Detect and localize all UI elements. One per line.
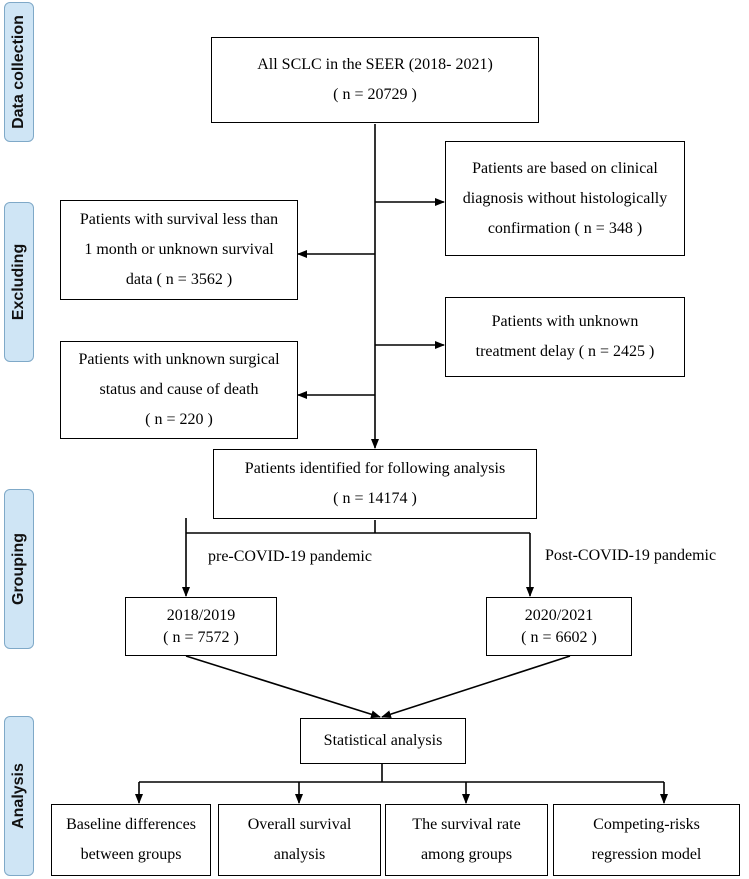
section-excluding-label: Excluding (10, 243, 28, 321)
box-overall-survival: Overall survival analysis (218, 804, 381, 876)
box-group-2018-line2: ( n = 7572 ) (163, 628, 239, 646)
box-all-sclc-line2: ( n = 20729 ) (333, 86, 417, 103)
box-baseline-line1: Baseline differences (66, 816, 196, 833)
merge-left (185, 655, 381, 719)
box-survival-rate: The survival rate among groups (385, 804, 548, 876)
label-post-covid: Post-COVID-19 pandemic (545, 547, 717, 564)
box-competing-line2: regression model (591, 846, 702, 863)
box-group-2020-line2: ( n = 6602 ) (521, 628, 597, 646)
box-survival-less: Patients with survival less than 1 month… (60, 200, 298, 300)
box-overall-line2: analysis (273, 846, 326, 863)
box-clinical-diagnosis: Patients are based on clinical diagnosis… (445, 141, 685, 256)
box-surgical-status-line3: ( n = 220 ) (145, 411, 213, 428)
box-identified: Patients identified for following analys… (213, 449, 537, 519)
section-analysis-label: Analysis (10, 763, 27, 829)
box-group-2020-line1: 2020/2021 (524, 606, 594, 624)
box-all-sclc-line1: All SCLC in the SEER (2018- 2021) (257, 56, 493, 73)
box-identified-line2: ( n = 14174 ) (333, 490, 417, 507)
box-clinical-diagnosis-line1: Patients are based on clinical (472, 159, 658, 177)
box-surgical-status-line2: status and cause of death (99, 381, 259, 398)
section-grouping-label: Grouping (10, 533, 28, 605)
box-overall-line1: Overall survival (247, 816, 352, 833)
box-survival-rate-line2: among groups (420, 846, 513, 863)
box-identified-line1: Patients identified for following analys… (244, 460, 506, 477)
box-treatment-delay-line2: treatment delay ( n = 2425 ) (475, 343, 655, 360)
box-surgical-status-line1: Patients with unknown surgical (78, 351, 280, 368)
merge-right (381, 655, 571, 719)
box-group-2020-2021: 2020/2021 ( n = 6602 ) (486, 597, 632, 656)
box-survival-less-line2: 1 month or unknown survival (84, 241, 274, 258)
box-clinical-diagnosis-line3: confirmation ( n = 348 ) (487, 219, 643, 237)
box-baseline-differences: Baseline differences between groups (51, 804, 211, 876)
box-competing-line1: Competing-risks (593, 816, 700, 833)
box-clinical-diagnosis-line2: diagnosis without histologically (462, 189, 668, 207)
box-group-2018-2019: 2018/2019 ( n = 7572 ) (125, 597, 277, 656)
box-all-sclc: All SCLC in the SEER (2018- 2021) ( n = … (211, 37, 539, 123)
box-baseline-line2: between groups (80, 846, 182, 863)
box-survival-rate-line1: The survival rate (412, 816, 521, 833)
section-excluding: Excluding (4, 202, 34, 362)
box-treatment-delay-line1: Patients with unknown (491, 313, 639, 330)
box-surgical-status: Patients with unknown surgical status an… (60, 341, 298, 439)
section-data-collection: Data collection (4, 2, 34, 142)
section-data-collection-label: Data collection (10, 15, 27, 129)
box-survival-less-line3: data ( n = 3562 ) (125, 271, 233, 288)
box-survival-less-line1: Patients with survival less than (79, 211, 279, 228)
box-statistical-analysis: Statistical analysis (300, 718, 466, 764)
box-statistical-line1: Statistical analysis (323, 732, 443, 749)
section-grouping: Grouping (4, 489, 34, 649)
section-analysis: Analysis (4, 716, 34, 876)
label-pre-covid: pre-COVID-19 pandemic (208, 548, 372, 565)
box-treatment-delay: Patients with unknown treatment delay ( … (445, 297, 685, 377)
box-group-2018-line1: 2018/2019 (166, 606, 236, 624)
box-competing-risks: Competing-risks regression model (553, 804, 740, 876)
